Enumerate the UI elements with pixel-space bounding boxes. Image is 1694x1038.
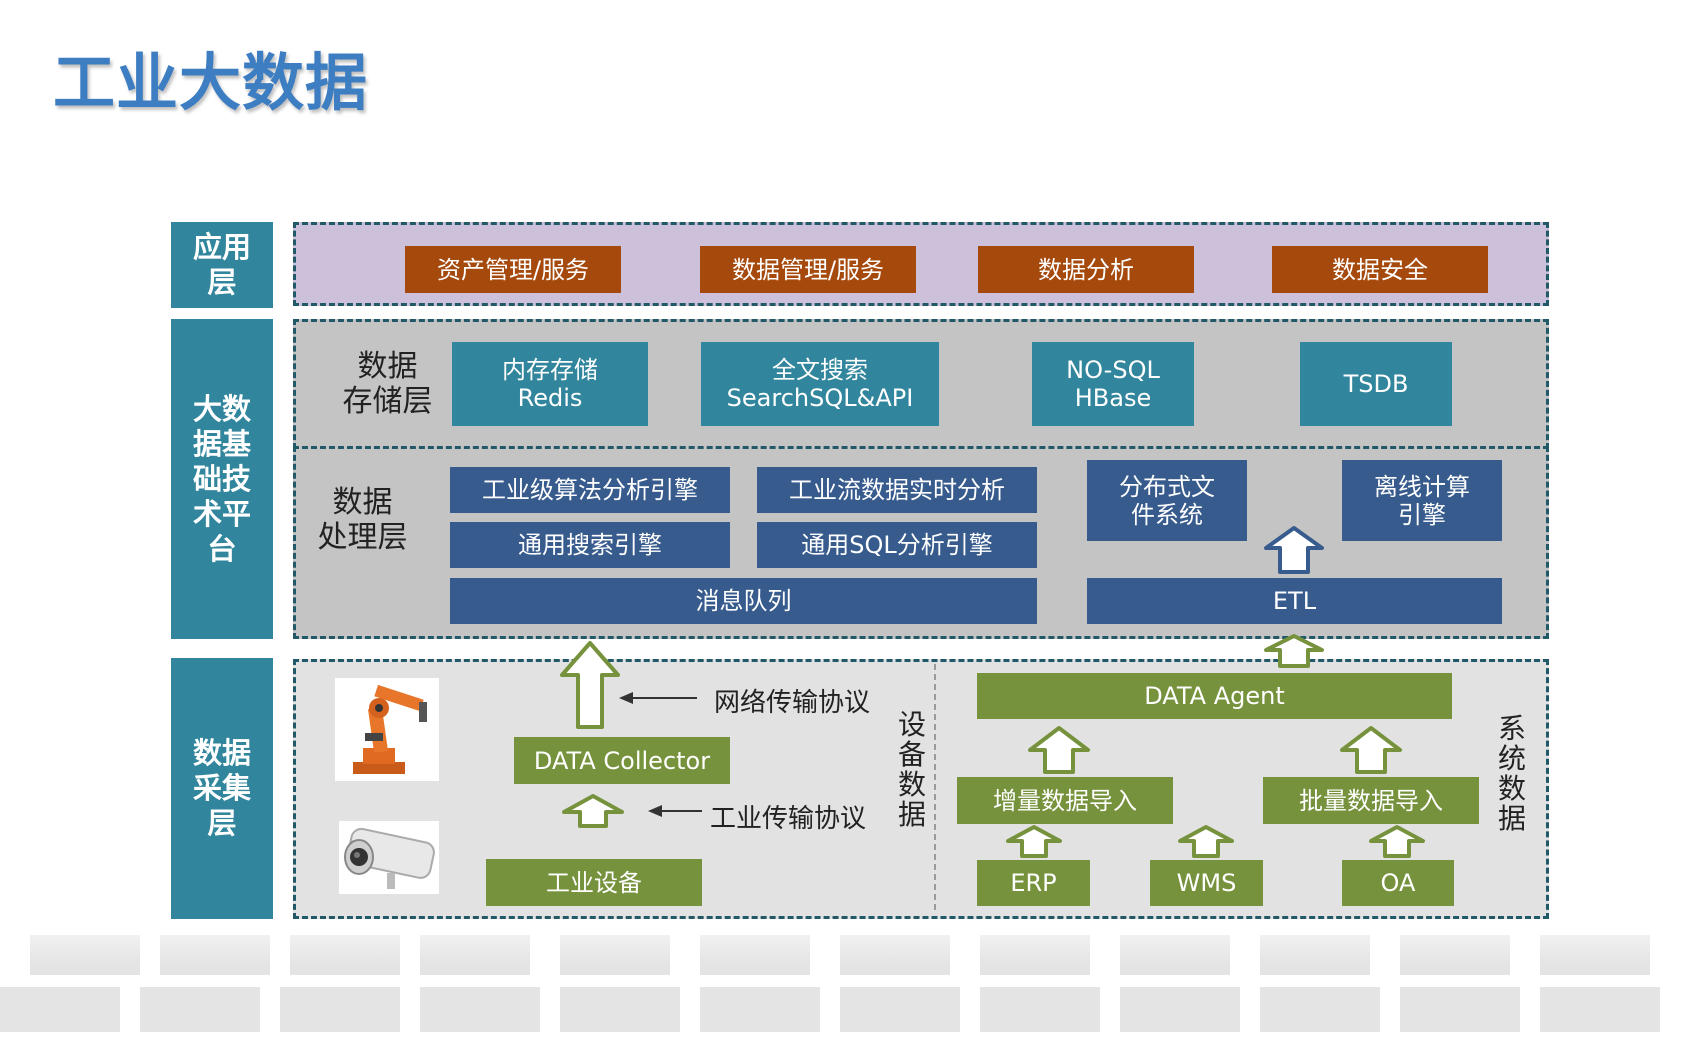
layer-label-application: 应用 层 [171,222,273,308]
message-queue: 消息队列 [450,578,1037,624]
device-data-label: 设备数据 [897,708,926,831]
batch-import: 批量数据导入 [1263,777,1479,824]
agent-up-arrow [1264,634,1324,668]
oa-up-arrow [1369,825,1425,858]
general-sql-engine: 通用SQL分析引擎 [757,522,1037,568]
storage-tsdb: TSDB [1300,342,1452,426]
industrial-protocol-arrowhead [648,805,662,817]
data-agent: DATA Agent [977,673,1452,719]
layer-label-collection: 数据 采集 层 [171,658,273,919]
collector-up-arrow [560,641,620,729]
wms-up-arrow [1178,825,1234,858]
industrial-stream-analysis: 工业流数据实时分析 [757,467,1037,513]
etl-up-arrow [1264,526,1324,574]
storage-layer-label: 数据 存储层 [342,349,433,419]
camera-image [339,821,439,894]
wms-box: WMS [1150,860,1263,906]
page-title: 工业大数据 [53,46,369,119]
storage-nosql-hbase: NO-SQL HBase [1032,342,1194,426]
data-collector: DATA Collector [514,737,730,784]
layer-label-platform: 大数 据基 础技 术平 台 [171,319,273,639]
incremental-import: 增量数据导入 [957,777,1173,824]
network-protocol-label: 网络传输协议 [714,688,871,718]
oa-box: OA [1342,860,1454,906]
network-protocol-arrowhead [619,692,633,704]
distributed-file-system: 分布式文 件系统 [1087,460,1247,541]
app-data-security: 数据安全 [1272,246,1488,293]
app-data-analysis: 数据分析 [978,246,1194,293]
batch-up-arrow [1340,726,1402,774]
general-search-engine: 通用搜索引擎 [450,522,730,568]
incremental-up-arrow [1028,726,1090,774]
robot-arm-image [335,678,439,781]
etl-box: ETL [1087,578,1502,624]
industrial-equipment: 工业设备 [486,859,702,906]
industrial-algorithm-engine: 工业级算法分析引擎 [450,467,730,513]
storage-redis: 内存存储 Redis [452,342,648,426]
system-data-label: 系统数据 [1497,712,1526,835]
erp-up-arrow [1006,825,1062,858]
equipment-up-arrow [562,794,624,828]
industrial-protocol-label: 工业传输协议 [710,804,867,834]
erp-box: ERP [977,860,1090,906]
storage-fulltext-search: 全文搜索 SearchSQL&API [701,342,939,426]
app-asset-management: 资产管理/服务 [405,246,621,293]
offline-compute-engine: 离线计算 引擎 [1342,460,1502,541]
app-data-management: 数据管理/服务 [700,246,916,293]
processing-layer-label: 数据 处理层 [317,485,408,555]
